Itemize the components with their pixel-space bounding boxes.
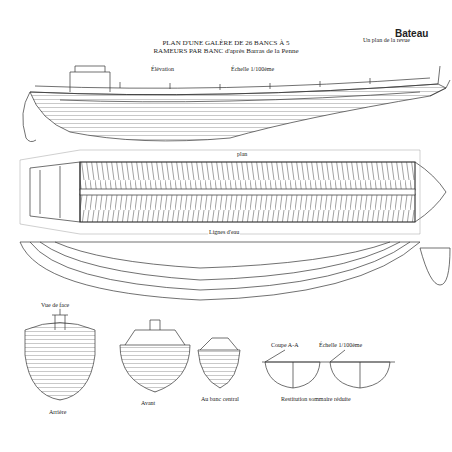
view-label: Élévation xyxy=(150,66,175,73)
waterlines-view xyxy=(20,242,450,300)
view-label: Bateau xyxy=(394,28,429,39)
view-label: Au banc central xyxy=(200,396,240,403)
view-label: Échelle 1/100ème xyxy=(318,342,363,349)
view-label: plan xyxy=(236,151,248,158)
view-label: Vue de face xyxy=(40,302,70,309)
plan-view xyxy=(20,150,446,234)
view-label: Arrière xyxy=(48,409,67,416)
view-label: Restitution sommaire réduite xyxy=(280,396,352,403)
elevation-view xyxy=(23,66,450,142)
cross-sections xyxy=(25,305,395,400)
view-label: Avant xyxy=(140,400,156,407)
drawing-title: PLAN D'UNE GALÈRE DE 26 BANCS À 5 RAMEUR… xyxy=(150,40,302,55)
view-label: Échelle 1/100ème xyxy=(230,66,275,73)
view-label: Coupe A-A xyxy=(270,342,300,349)
view-label: Lignes d'eau xyxy=(208,229,240,236)
